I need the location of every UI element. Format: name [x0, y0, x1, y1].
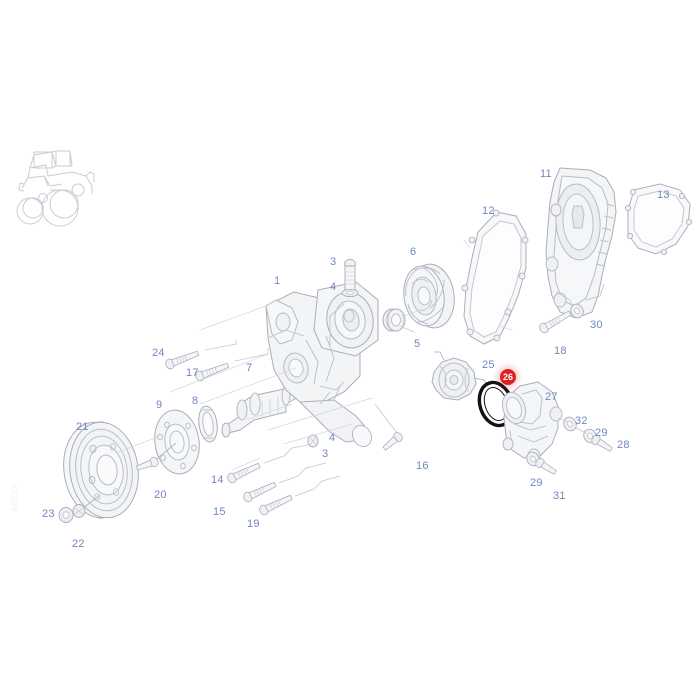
callout-16: 16 — [416, 460, 429, 472]
callout-29-right: 29 — [595, 427, 608, 439]
callout-32: 32 — [575, 415, 588, 427]
callout-5: 5 — [414, 338, 421, 350]
callout-18: 18 — [554, 345, 567, 357]
callout-17: 17 — [186, 367, 199, 379]
leader-right-train — [557, 417, 587, 434]
timing-cover-housing — [545, 167, 617, 319]
callout-24: 24 — [152, 347, 165, 359]
assembly-guide-lines — [117, 239, 513, 471]
callout-22: 22 — [72, 538, 85, 550]
callout-12: 12 — [482, 205, 495, 217]
callout-4-top: 4 — [330, 281, 337, 293]
water-pump-housing — [265, 281, 379, 448]
washer-32 — [563, 416, 577, 432]
bolt-17 — [193, 348, 269, 383]
callout-4-lower: 4 — [329, 432, 336, 444]
callout-3-top: 3 — [330, 256, 337, 268]
bolt-15 — [241, 462, 327, 504]
thermostat — [431, 351, 489, 401]
callout-1: 1 — [274, 275, 281, 287]
bolt-14 — [225, 442, 319, 485]
callout-6: 6 — [410, 246, 417, 258]
shaft-seal — [382, 308, 406, 332]
callout-9: 9 — [156, 399, 163, 411]
callout-3-lower: 3 — [322, 448, 329, 460]
impeller — [403, 263, 455, 329]
watermark-mark: AGCO — [10, 485, 20, 512]
callout-15: 15 — [213, 506, 226, 518]
bolt-16 — [374, 403, 405, 453]
side-gasket — [624, 183, 693, 256]
hub-bolt-20 — [135, 442, 177, 474]
washer-4-top — [341, 288, 359, 298]
callout-11: 11 — [540, 168, 552, 180]
callout-21: 21 — [76, 421, 89, 433]
callout-28: 28 — [617, 439, 630, 451]
bolt-31 — [533, 456, 559, 478]
pulley-hub — [154, 409, 200, 475]
bolt-24 — [163, 340, 237, 371]
callout-29-bottom: 29 — [530, 477, 543, 489]
front-gasket — [461, 209, 529, 345]
pulley-washer-23 — [58, 507, 74, 523]
tractor-icon — [16, 150, 95, 227]
callout-20: 20 — [154, 489, 167, 501]
callout-14: 14 — [211, 474, 224, 486]
callout-13: 13 — [657, 189, 670, 201]
svg-text:AGCO: AGCO — [10, 485, 20, 512]
washer-30 — [570, 303, 584, 319]
bolt-19 — [257, 475, 341, 517]
callout-19: 19 — [247, 518, 260, 530]
callout-23: 23 — [42, 508, 55, 520]
callout-7: 7 — [246, 362, 253, 374]
leader-5 — [399, 325, 415, 333]
bolt-3-top — [344, 259, 356, 293]
bearing-retainer — [198, 405, 218, 443]
callout-30: 30 — [590, 319, 603, 331]
highlighted-part-badge[interactable]: 26 — [500, 369, 516, 385]
callout-27: 27 — [545, 391, 558, 403]
callout-31: 31 — [553, 490, 566, 502]
crankshaft-pulley — [63, 421, 139, 519]
pulley-bolt-22 — [72, 494, 101, 518]
callout-25: 25 — [482, 359, 495, 371]
fitting-3-lower — [307, 434, 319, 448]
callout-8: 8 — [192, 395, 199, 407]
